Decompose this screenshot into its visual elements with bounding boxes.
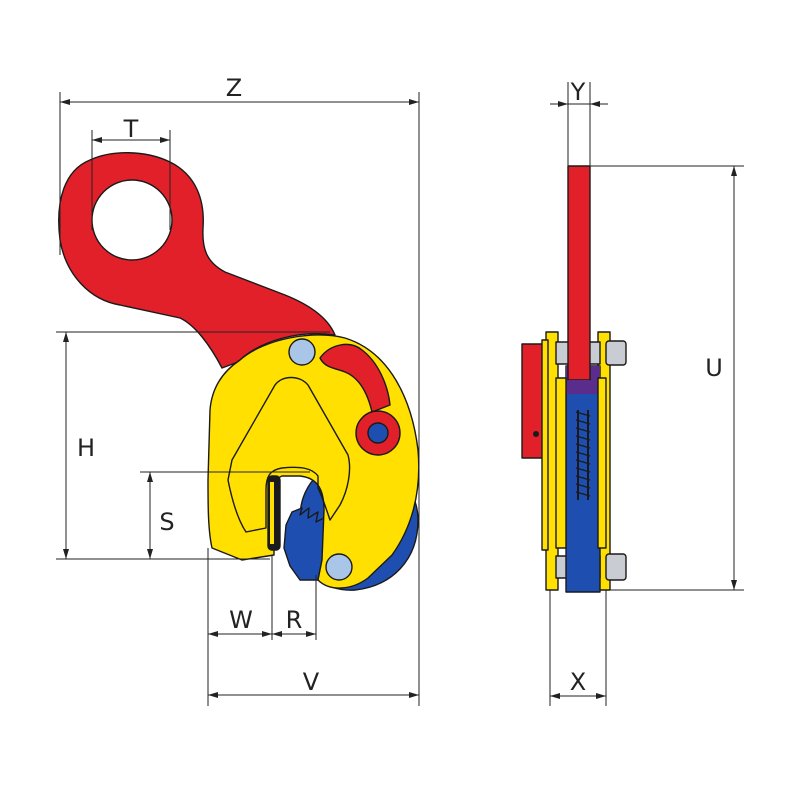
jaw-slot-outline: [227, 376, 351, 533]
inner-strip-right: [597, 377, 607, 549]
label-r: R: [286, 606, 303, 634]
front-view: [58, 152, 420, 591]
toothed-jaw: [283, 507, 325, 581]
label-t: T: [123, 115, 139, 143]
lever-pivot-blue: [367, 422, 389, 444]
side-view: [521, 165, 627, 593]
front-dimensions: Z T H S W R V: [56, 74, 420, 706]
label-h: H: [77, 434, 95, 462]
label-v: V: [303, 668, 320, 696]
label-u: U: [705, 354, 723, 382]
label-y: Y: [570, 78, 586, 106]
inner-strip-left: [555, 377, 567, 549]
fixed-pad-highlight: [270, 482, 274, 544]
clamp-body-yellow: [207, 334, 420, 589]
spring: [572, 398, 594, 518]
upper-nut: [605, 340, 627, 366]
lower-pin: [325, 553, 353, 581]
label-s: S: [159, 508, 174, 536]
lifting-eye-hole: [91, 179, 173, 261]
label-z: Z: [226, 74, 242, 102]
side-eye-purple: [568, 380, 590, 390]
label-x: X: [570, 668, 586, 696]
label-w: W: [229, 606, 253, 634]
left-plate-edge: [541, 339, 549, 551]
lower-nut: [605, 553, 627, 581]
side-eye-plate: [567, 165, 591, 381]
side-lever-pin: [533, 431, 539, 437]
release-lever: [319, 343, 391, 413]
side-dimensions: Y U X: [549, 78, 744, 706]
lifting-eye-arm: [58, 152, 336, 369]
upper-pin: [288, 338, 316, 366]
